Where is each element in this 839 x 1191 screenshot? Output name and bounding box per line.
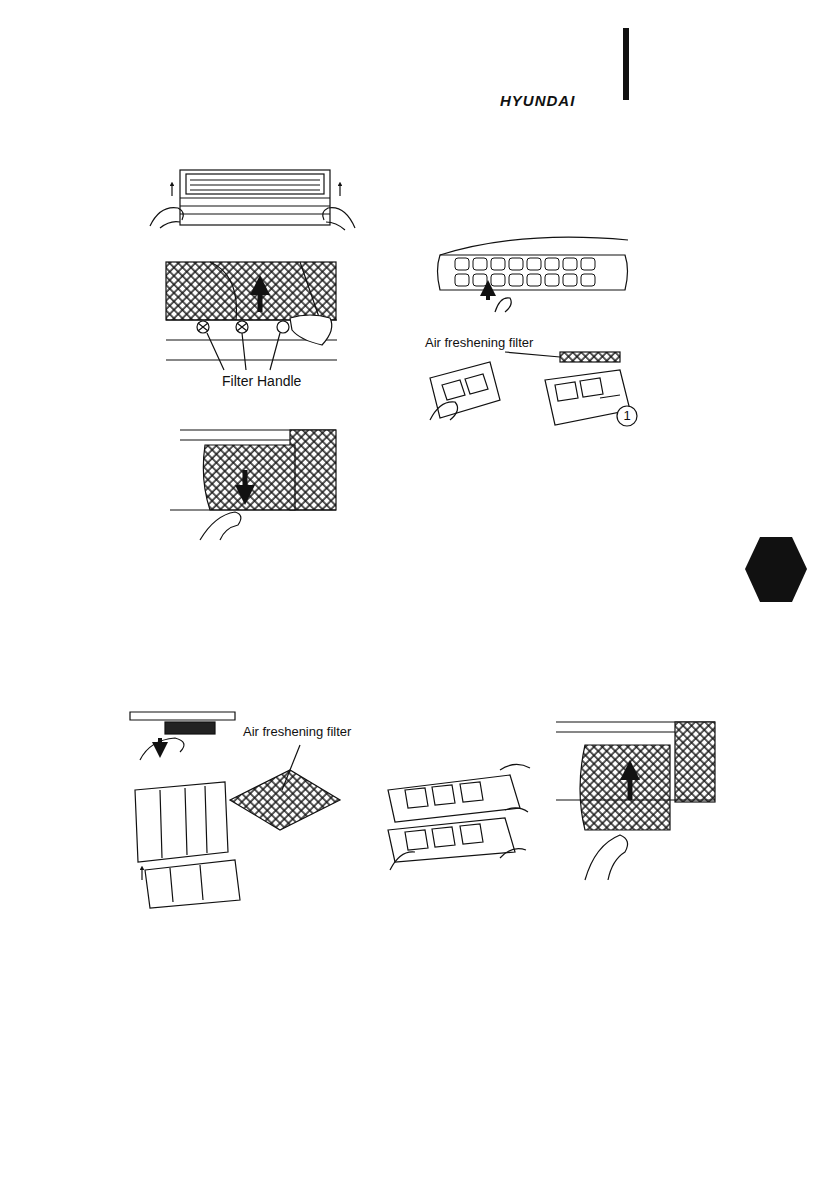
filter-pair [430, 352, 637, 426]
filter-reinsert [556, 722, 715, 880]
part-label: Air freshening filter [423, 336, 535, 351]
unit-with-filter [438, 237, 629, 312]
part-label: Filter Handle [220, 373, 303, 389]
filter-removal-steps [130, 712, 340, 908]
filter-pull-down [170, 430, 336, 540]
filter-cleaning [388, 764, 530, 870]
header-bar [623, 28, 629, 100]
section-tab [745, 537, 807, 602]
part-label: Air freshening filter [241, 725, 353, 740]
unit-front-panel [150, 170, 355, 230]
callout-number: 1 [621, 409, 632, 424]
filter-handle-view [166, 262, 337, 370]
brand-logo: HYUNDAI [498, 92, 577, 109]
